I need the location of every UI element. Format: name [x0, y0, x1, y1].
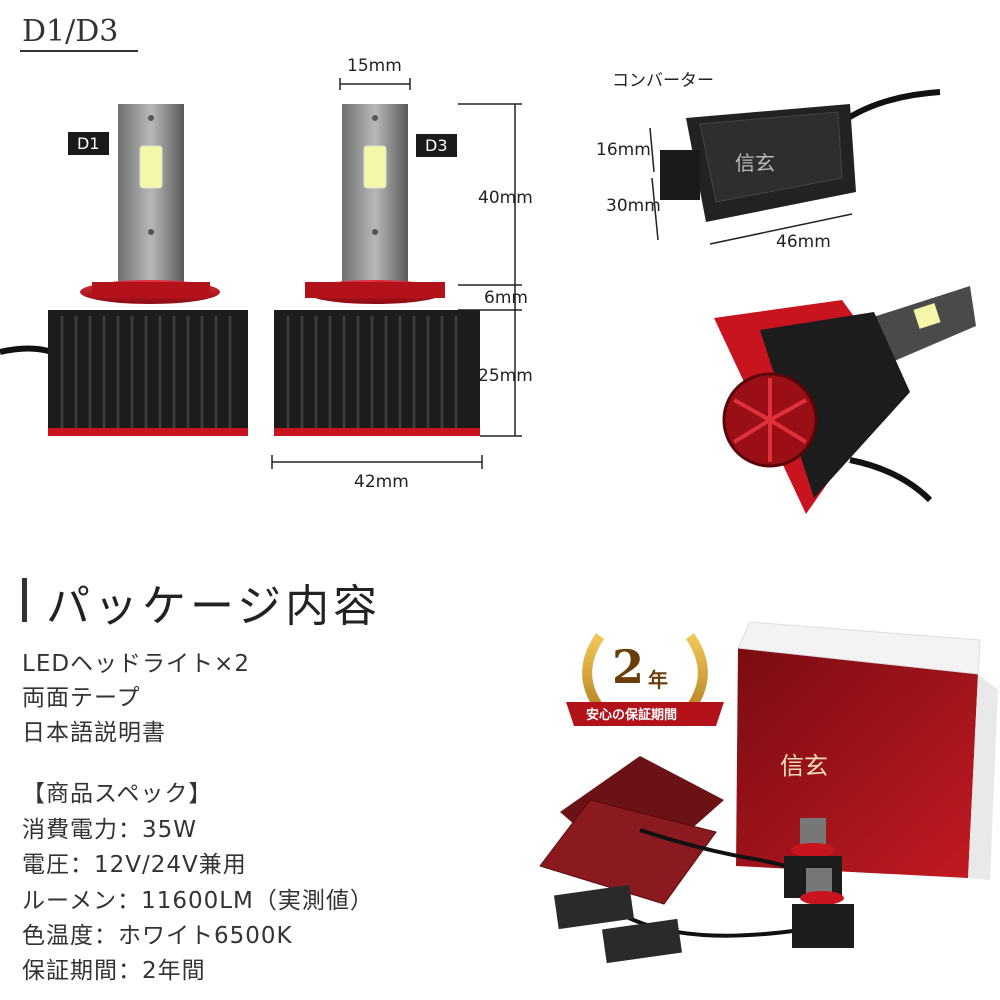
package-item: 日本語説明書: [22, 720, 166, 746]
package-item: 両面テープ: [22, 685, 141, 711]
chip-height-label: 40mm: [478, 188, 533, 208]
converter-height-label: 16mm: [596, 140, 651, 160]
spec-line: ルーメン：11600LM（実測値）: [22, 888, 374, 914]
dimension-lines: [271, 78, 522, 469]
converter-illustration: 信玄: [649, 89, 941, 245]
badge-ribbon-text: 安心の保証期間: [586, 708, 678, 723]
svg-text:信玄: 信玄: [735, 151, 775, 175]
d1-bulb: [0, 104, 248, 436]
title-underline: [20, 50, 138, 52]
converter-depth-label: 30mm: [606, 196, 661, 216]
spec-line: 消費電力：35W: [22, 817, 198, 843]
d3-bulb: [274, 104, 480, 436]
socket-width-label: 15mm: [347, 56, 402, 76]
spec-line: 色温度：ホワイト6500K: [22, 923, 293, 949]
package-title: パッケージ内容: [46, 581, 382, 632]
collar-height-label: 6mm: [484, 288, 528, 308]
package-photo: 信玄: [539, 621, 998, 964]
section-marker: [22, 578, 27, 622]
spec-line: 保証期間：2年間: [22, 958, 206, 984]
badge-years: 2: [612, 640, 645, 694]
d3-label: D3: [416, 134, 457, 157]
d1-label: D1: [68, 132, 109, 155]
svg-text:信玄: 信玄: [780, 752, 828, 780]
converter-title: コンバーター: [612, 71, 714, 91]
specs-heading: 【商品スペック】: [22, 781, 213, 807]
base-width-label: 42mm: [354, 472, 409, 492]
badge-unit: 年: [648, 668, 668, 692]
spec-line: 電圧：12V/24V兼用: [22, 852, 247, 878]
heatsink-height-label: 25mm: [478, 366, 533, 386]
angled-bulb-illustration: [714, 286, 976, 514]
converter-width-label: 46mm: [776, 232, 831, 252]
package-item: LEDヘッドライト×2: [22, 651, 250, 677]
page-title: D1/D3: [22, 14, 119, 49]
warranty-badge: [566, 633, 724, 726]
